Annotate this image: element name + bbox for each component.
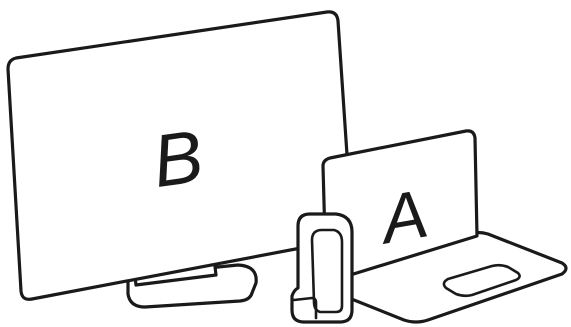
laptop-icon: A [323,131,566,322]
vertical-dock-icon [292,214,352,322]
